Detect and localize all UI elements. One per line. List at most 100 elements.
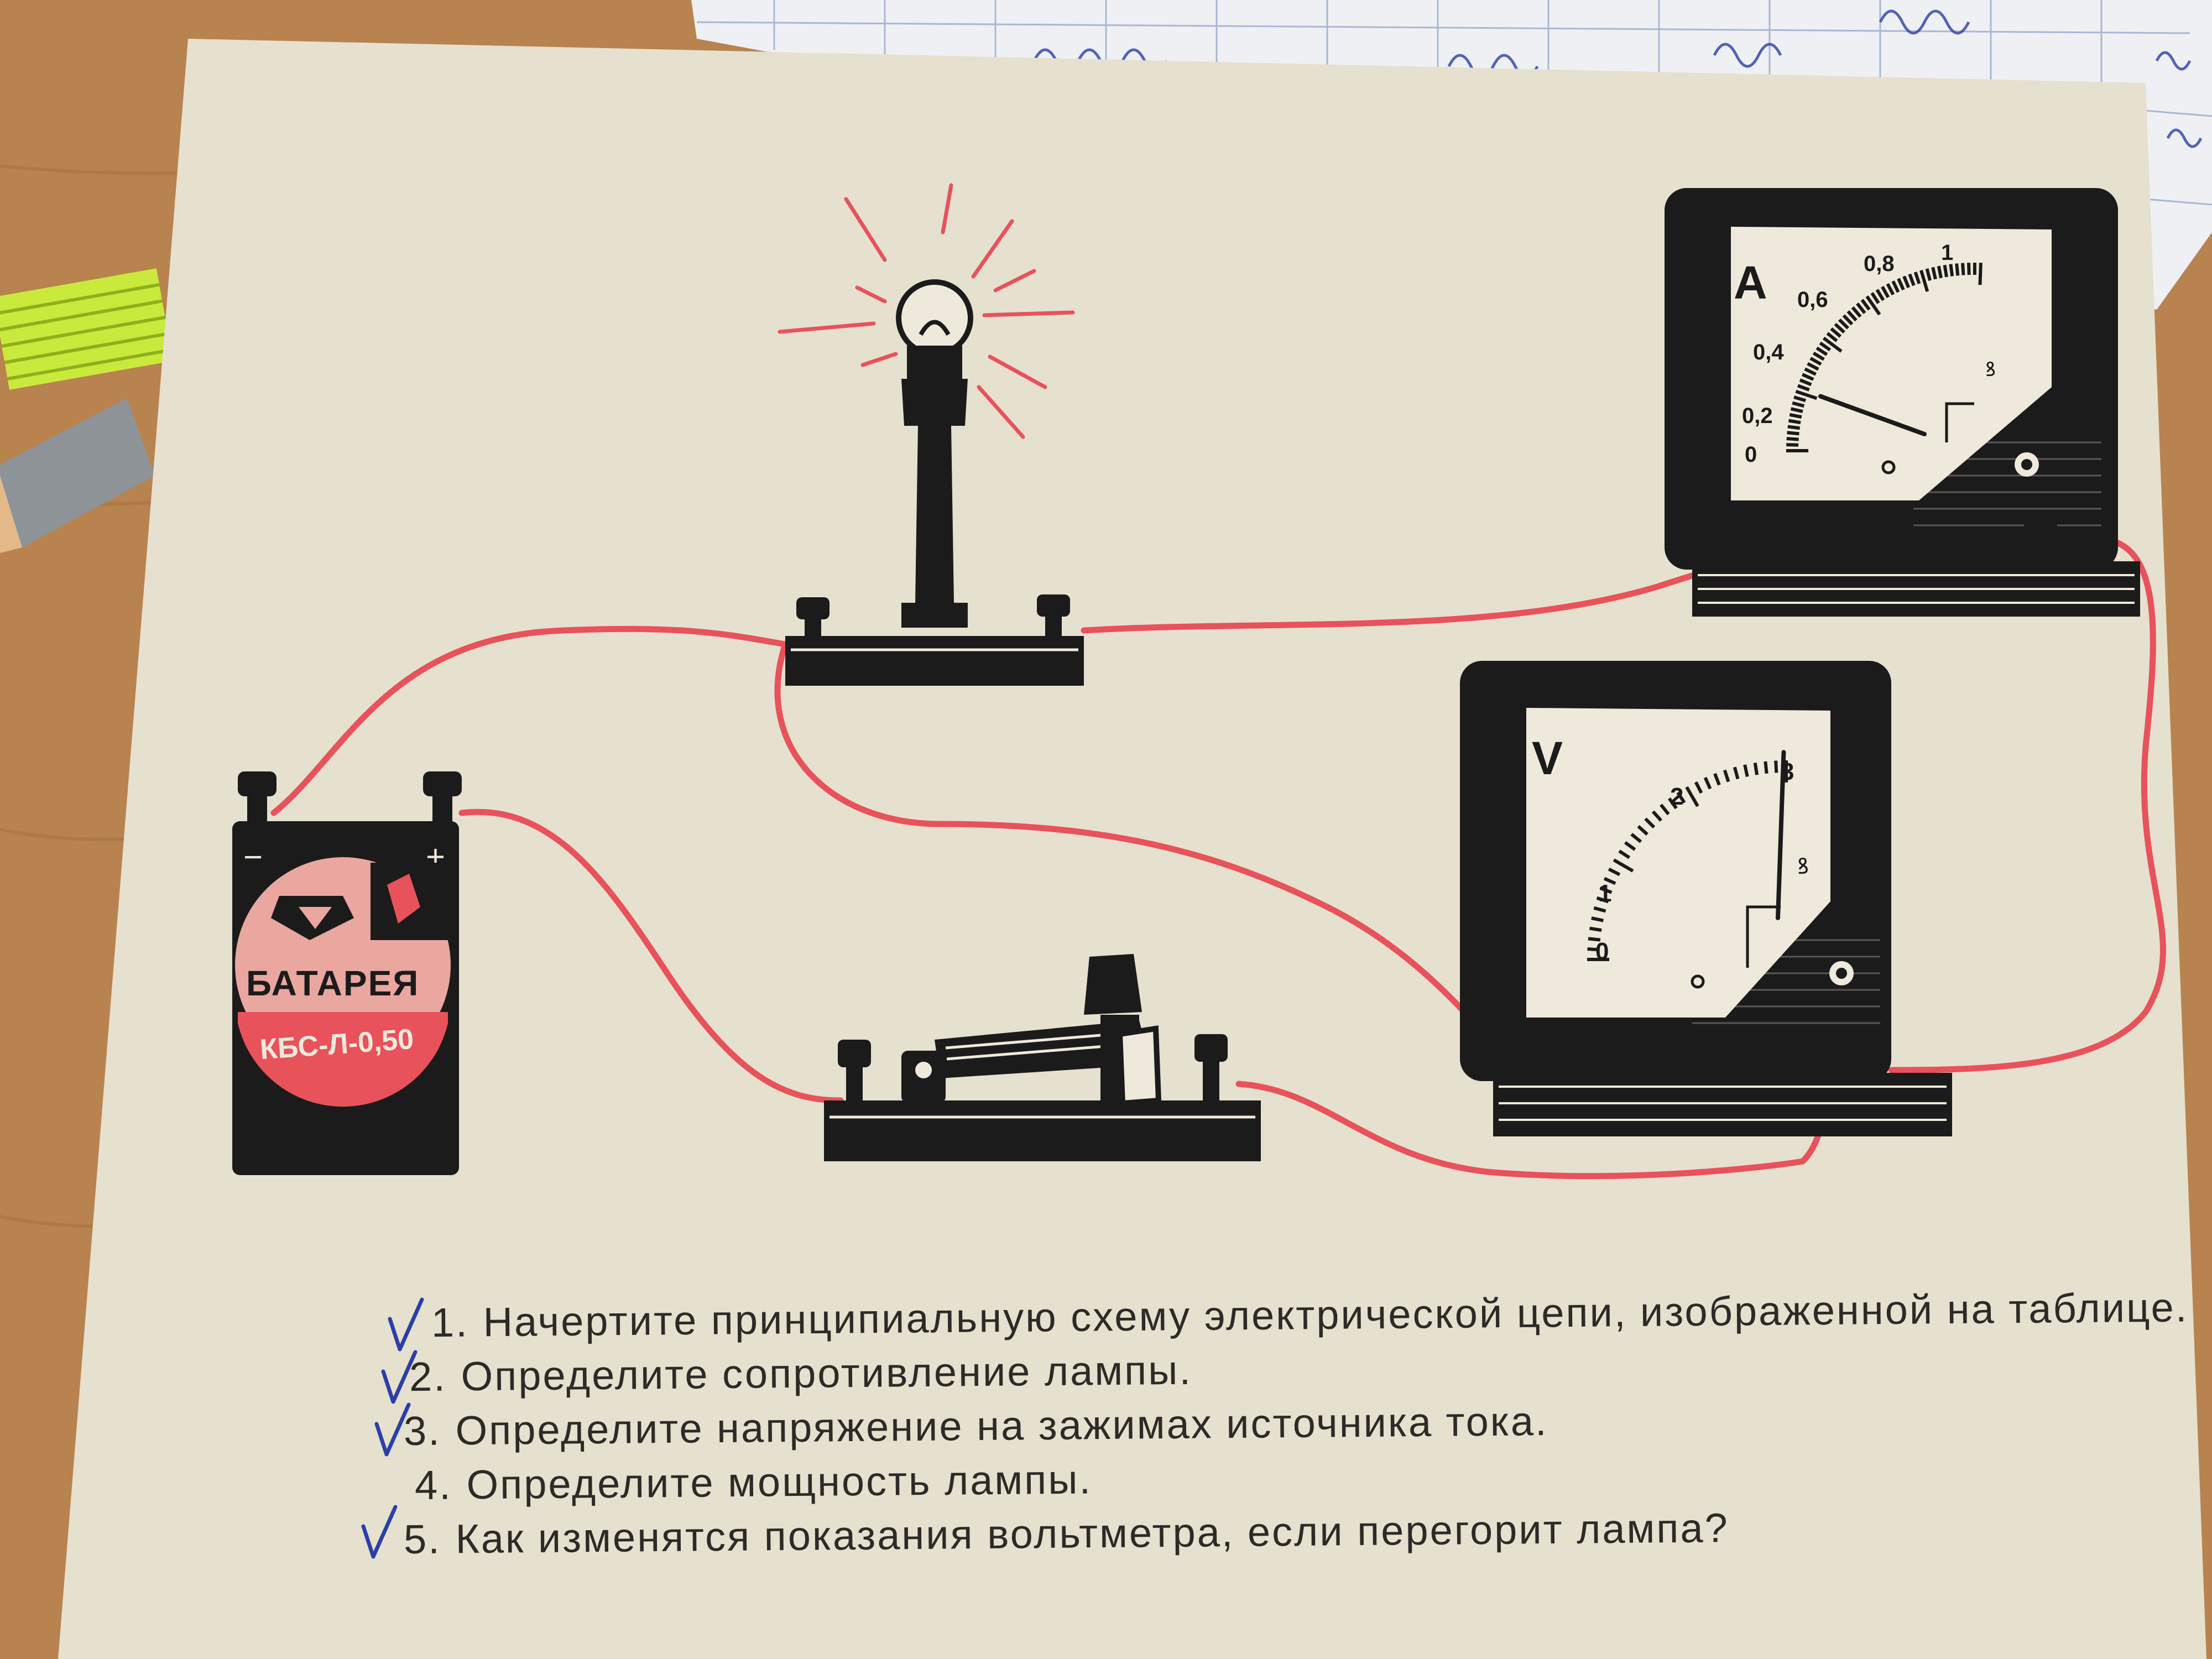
voltmeter-dial [1526,708,1830,1018]
svg-text:ꝸ: ꝸ [1797,854,1809,879]
scale-tick [1713,773,1721,786]
scale-tick [1591,916,1604,922]
scale-tick [1937,265,1943,279]
ammeter-label-0-2: 0,2 [1742,404,1773,428]
scale-tick [1919,269,1929,293]
knife-switch [824,954,1261,1161]
scale-tick [1955,263,1960,276]
task-text: Определите мощность лампы. [466,1456,1093,1508]
lamp-base [785,636,1084,686]
scale-tick [1886,283,1895,296]
scale-tick [1593,906,1606,913]
scale-tick [1795,389,1818,400]
scale-tick [1703,776,1712,790]
ammeter-label-0-8: 0,8 [1864,252,1895,276]
scale-tick [1789,413,1802,419]
task-text: Определите сопротивление лампы. [461,1347,1193,1400]
scale-tick [1826,332,1838,342]
scale-tick [1608,867,1621,877]
scale-tick [1723,769,1730,782]
task-text: Начертите принципиальную схему электриче… [483,1284,2189,1345]
ammeter-terminal-right [2024,517,2057,553]
switch-terminal-right [1194,1034,1228,1100]
scale-tick [1799,378,1812,387]
ammeter-label-0: 0 [1745,442,1757,467]
task-number: 3. [403,1407,442,1454]
scale-tick [1815,346,1828,356]
wire-battery-minus-to-lamp [270,625,789,816]
scale-tick [1788,419,1801,425]
scale-tick [1801,373,1814,381]
scale-tick [1793,395,1807,403]
scale-tick [1949,264,1954,276]
scale-tick [1846,310,1858,322]
check-mark-icon [374,1402,411,1457]
scale-tick [1753,762,1759,775]
voltmeter-label-2: 2 [1670,783,1683,810]
task-list: 1. Начертите принципиальную схему электр… [398,1284,2189,1562]
lamp [778,183,1084,686]
scale-tick [1834,322,1845,334]
battery-label: БАТАРЕЯ [246,963,419,1003]
scale-tick [1865,295,1881,316]
ammeter-terminal-left [1764,525,1797,561]
voltmeter-needle [1776,750,1786,920]
scale-tick [1787,425,1801,430]
scale-tick [1596,896,1609,904]
scale-tick [1913,272,1921,284]
scale-tick [1603,877,1616,885]
task-number: 5. [403,1516,442,1563]
lamp-terminal-left [796,597,830,639]
scale-tick [1660,804,1670,816]
scale-tick [1851,306,1862,318]
scale-tick [1676,791,1686,804]
scale-tick [1809,357,1822,366]
pencil [0,398,155,553]
task-text: Определите напряжение на зажимах источни… [455,1398,1548,1454]
scale-tick [1875,289,1885,301]
scale-tick [1891,280,1900,293]
scale-tick [1694,781,1703,794]
scale-tick [1651,810,1663,822]
task-number: 4. [414,1462,453,1509]
scale-tick [1902,275,1911,289]
battery: − + БАТАРЕЯ КБС-Л-0,50 [232,771,462,1175]
scale-tick [1931,267,1937,280]
scale-tick [1822,336,1843,353]
voltmeter: V 0 1 2 3 ꝸ [1460,661,1952,1136]
check-mark-icon [381,1350,418,1404]
scale-tick [1587,947,1600,952]
battery-terminal-plus [423,771,462,824]
scale-tick [1630,833,1642,843]
ammeter-unit: A [1734,257,1767,309]
scale-tick [1807,362,1819,371]
scale-tick [1613,858,1634,873]
battery-logo-icon [271,896,354,940]
scale-tick [1797,384,1810,392]
scale-tick [1685,786,1699,807]
scale-tick [1856,302,1866,314]
scale-tick [1637,825,1648,836]
scale-tick [1743,764,1749,778]
task-text: Как изменятся показания вольтметра, если… [455,1505,1730,1562]
battery-minus-sign: − [243,838,263,875]
scale-tick [1842,314,1854,326]
scale-tick [1787,431,1799,436]
check-mark-icon [388,1297,424,1352]
voltmeter-terminal-left [1559,1042,1593,1078]
ammeter-scale [1786,262,1983,452]
check-marks [361,1297,424,1559]
scale-tick [1733,766,1740,780]
scale-tick [1790,407,1803,414]
wire-battery-plus-to-switch [458,808,844,1104]
scale-tick [1618,849,1631,859]
scale-tick [1644,817,1656,829]
scale-tick [1908,273,1916,286]
switch-terminal-left [838,1040,871,1100]
scale-tick [1870,292,1880,304]
task-number: 1. [431,1299,469,1346]
svg-text:ꝸ: ꝸ [1985,358,1996,380]
scale-tick [1897,278,1905,291]
check-mark-icon [361,1505,398,1559]
